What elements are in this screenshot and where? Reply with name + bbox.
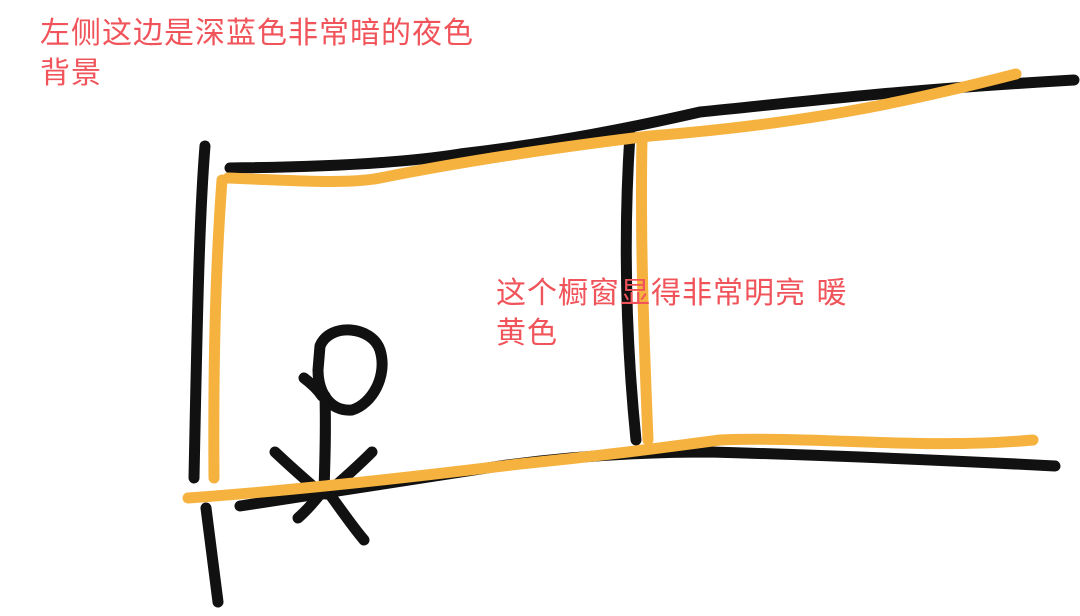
- yellow-window-strokes: [182, 68, 1039, 504]
- left-wall-line: [188, 140, 211, 484]
- top-black-line: [224, 74, 1080, 174]
- window-brightness-note: 这个橱窗显得非常明亮 暖黄色: [496, 276, 848, 351]
- window-divider-edge: [635, 134, 654, 446]
- left-background-note: 左侧这边是深蓝色非常暗的夜色背景: [40, 16, 474, 91]
- divider-black-line: [620, 128, 642, 446]
- left-wall-lower-line: [200, 502, 224, 608]
- figure-body: [318, 390, 331, 496]
- figure-right-leg: [322, 486, 370, 546]
- window-bottom-edge: [182, 433, 1039, 504]
- figure-left-leg: [292, 486, 328, 524]
- window-left-edge: [208, 174, 228, 484]
- window-top-edge: [222, 68, 1022, 187]
